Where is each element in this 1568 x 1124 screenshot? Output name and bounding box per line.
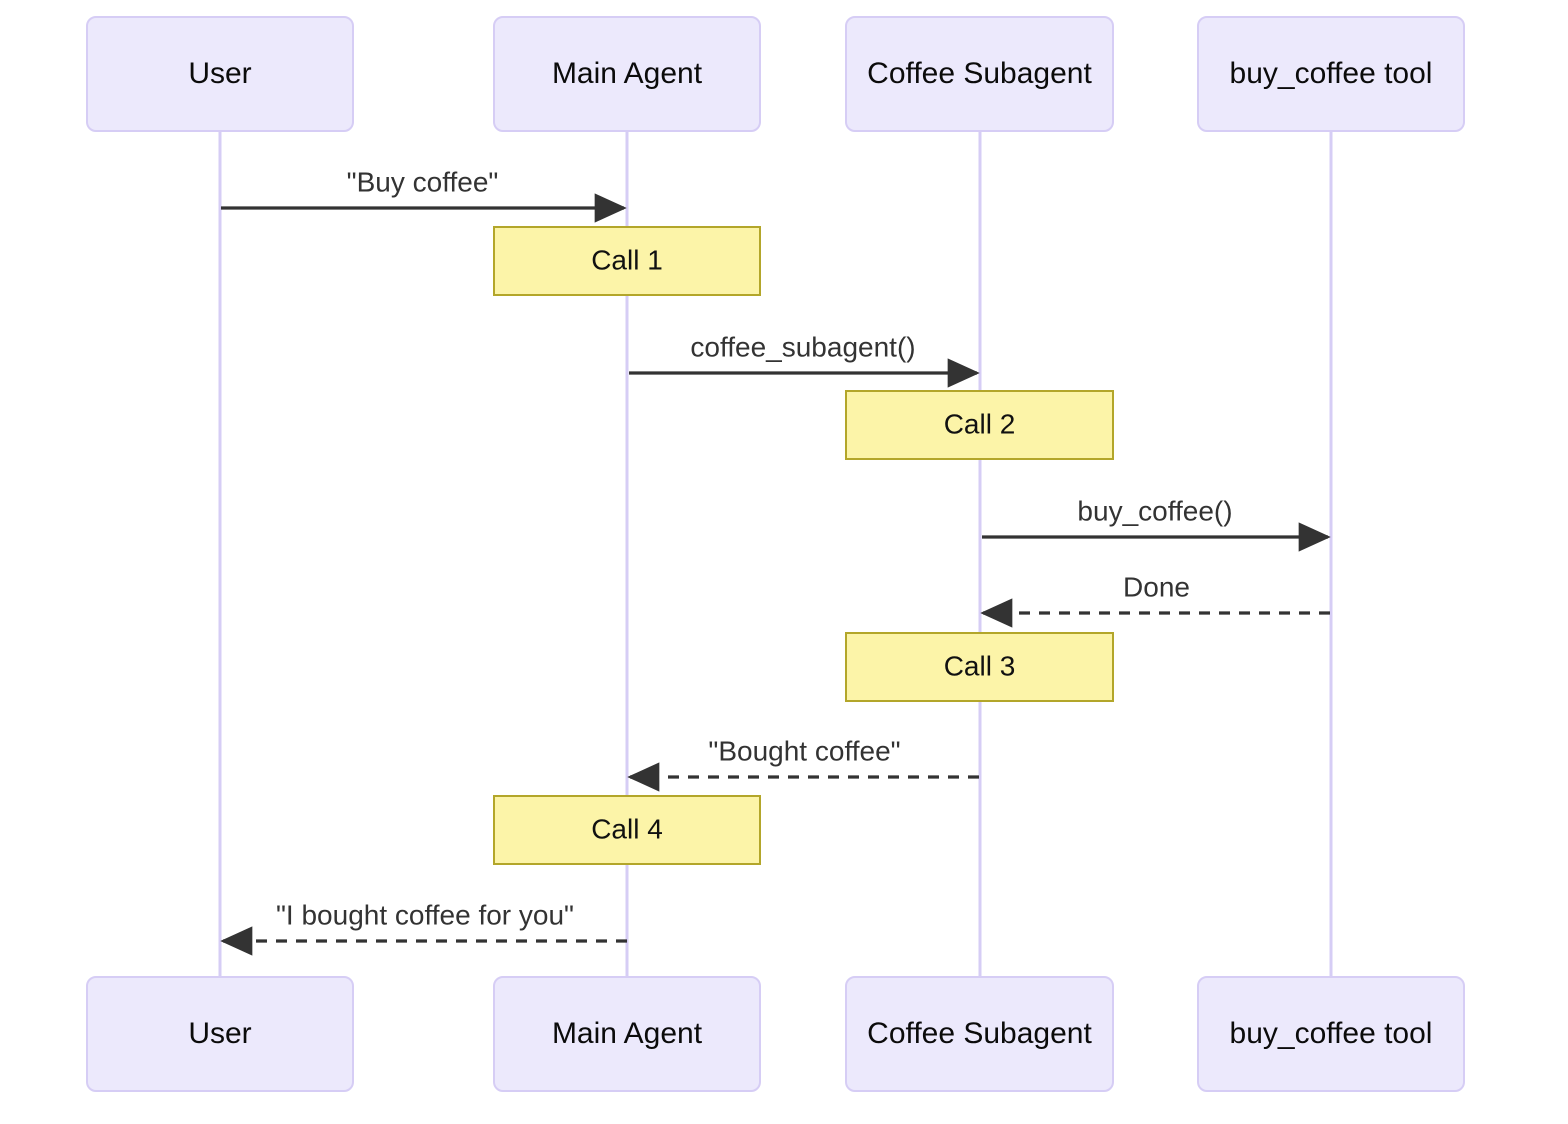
messages-group: "Buy coffee" coffee_subagent() buy_coffee(…	[220, 166, 1331, 956]
participant-label-top-main_agent: Main Agent	[552, 57, 703, 90]
message-label-msg-buy-coffee: "Buy coffee"	[347, 166, 499, 197]
activation-box-call1[interactable]	[493, 226, 761, 296]
participant-label-top-coffee_subagent: Coffee Subagent	[867, 57, 1092, 90]
message-label-msg-i-bought-coffee-for-you: "I bought coffee for you"	[276, 899, 574, 930]
participant-box-top-user[interactable]	[86, 16, 354, 132]
participant-box-top-main_agent[interactable]	[493, 16, 761, 132]
participant-label-top-buy_coffee_tool: buy_coffee tool	[1230, 57, 1433, 90]
message-label-msg-bought-coffee: "Bought coffee"	[708, 735, 900, 766]
participant-box-bottom-main_agent[interactable]	[493, 976, 761, 1092]
activation-box-call3[interactable]	[845, 632, 1114, 702]
participant-label-bottom-main_agent: Main Agent	[552, 1017, 703, 1050]
activation-label-call1: Call 1	[591, 244, 663, 275]
bottom-participant-boxes: User Main Agent Coffee Subagent buy_coffee …	[86, 976, 1465, 1092]
activation-label-call4: Call 4	[591, 813, 663, 844]
participant-box-top-buy_coffee_tool[interactable]	[1197, 16, 1465, 132]
participant-box-bottom-user[interactable]	[86, 976, 354, 1092]
message-label-msg-done: Done	[1123, 571, 1190, 602]
message-label-msg-coffee-subagent: coffee_subagent()	[690, 331, 915, 362]
activation-label-call2: Call 2	[944, 408, 1016, 439]
participant-box-bottom-coffee_subagent[interactable]	[845, 976, 1114, 1092]
activation-label-call3: Call 3	[944, 650, 1016, 681]
participant-label-bottom-buy_coffee_tool: buy_coffee tool	[1230, 1017, 1433, 1050]
participant-label-top-user: User	[188, 57, 251, 90]
participant-label-bottom-coffee_subagent: Coffee Subagent	[867, 1017, 1092, 1050]
activation-box-call4[interactable]	[493, 795, 761, 865]
participant-label-bottom-user: User	[188, 1017, 251, 1050]
lifelines-group	[218, 131, 1333, 977]
participant-box-top-coffee_subagent[interactable]	[845, 16, 1114, 132]
participant-box-bottom-buy_coffee_tool[interactable]	[1197, 976, 1465, 1092]
top-participant-boxes: User Main Agent Coffee Subagent buy_coffee …	[86, 16, 1465, 132]
activation-box-call2[interactable]	[845, 390, 1114, 460]
activations-group: Call 1 Call 2 Call 3 Call 4	[493, 226, 1114, 865]
message-label-msg-buy-coffee-tool: buy_coffee()	[1077, 495, 1232, 526]
